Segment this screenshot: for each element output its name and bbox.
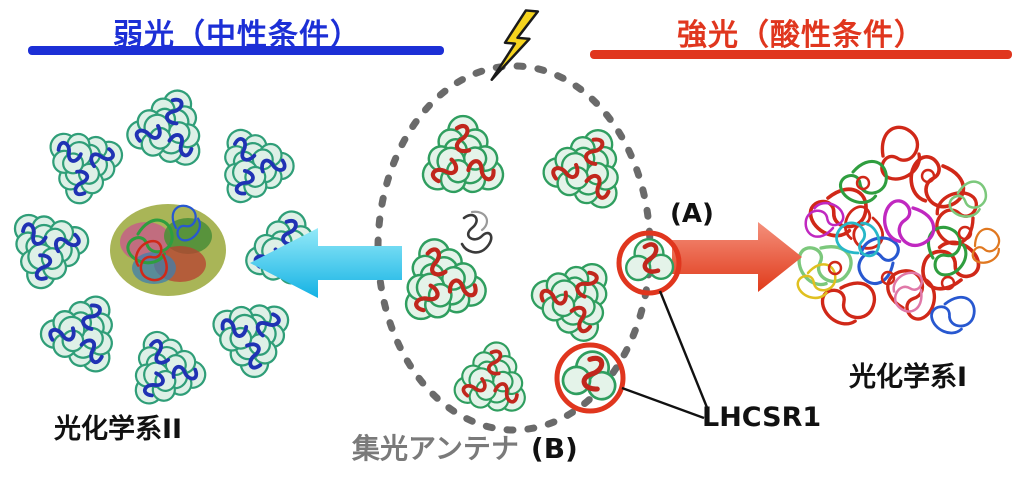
psii-structure [0,75,340,422]
right-arrow [672,222,802,292]
marker-b: (B) [530,432,578,465]
lhcsr1-pointer-lines [621,290,710,420]
psii-core [110,200,226,296]
lhcsr1-monomer-a [626,239,673,280]
right-title-underline [590,50,1012,59]
right-condition-title: 強光（酸性条件） [677,18,925,53]
psi-structure [789,118,1009,341]
marker-a: (A) [670,199,714,229]
left-arrow [250,228,402,298]
psi-label: 光化学系I [848,362,968,393]
lhcsr1-label: LHCSR1 [702,402,822,433]
antenna-label: 集光アンテナ [352,432,519,465]
highlight-circle-b [554,342,626,414]
left-title-underline [28,46,444,55]
psii-label: 光化学系II [53,414,183,445]
gray-protein [460,210,493,254]
antenna-label-row: 集光アンテナ (B) [352,427,578,467]
lightning-icon [490,9,540,81]
highlight-circle-a [616,230,682,296]
